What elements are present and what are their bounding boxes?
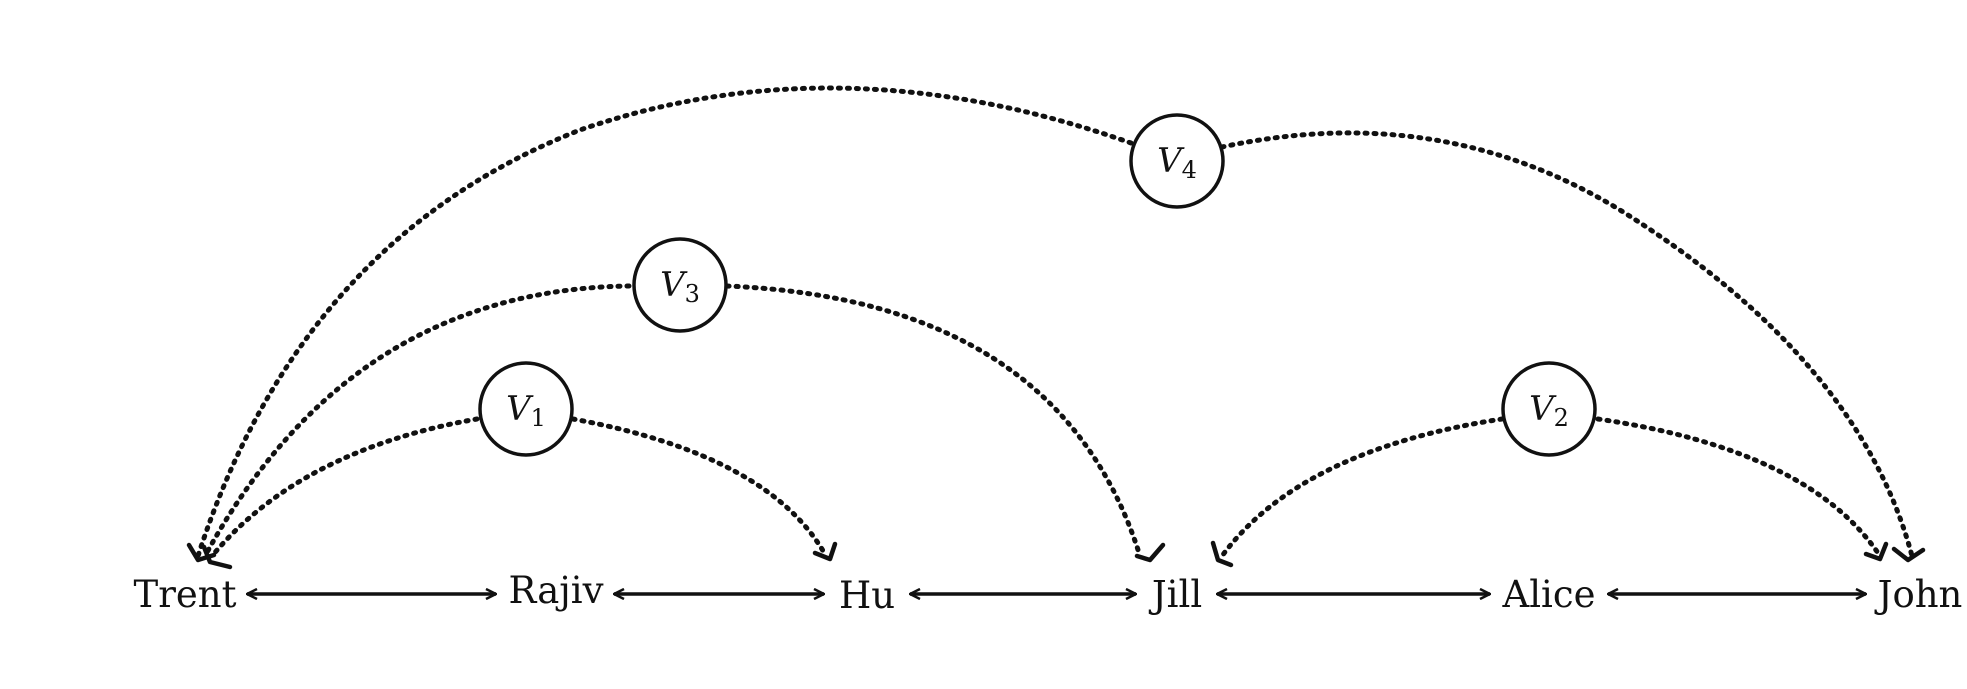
variable-label: V3	[660, 265, 700, 308]
person-alice: Alice	[1501, 573, 1595, 616]
tip-john-1	[1863, 541, 1889, 562]
tip-trent-2	[201, 544, 233, 570]
variable-label: V2	[1529, 389, 1569, 432]
variable-label: V4	[1157, 141, 1197, 184]
edge-v1-hu	[570, 416, 829, 559]
variable-node-v2: V2	[1501, 361, 1597, 457]
edge-v1-trent	[209, 416, 480, 559]
person-hu: Hu	[839, 574, 895, 617]
person-john: John	[1874, 573, 1963, 616]
person-jill: Jill	[1148, 573, 1202, 616]
edge-v4-john	[1219, 130, 1915, 559]
variable-edges	[195, 85, 1915, 559]
edge-v3-trent	[202, 283, 632, 559]
edge-v2-john	[1595, 416, 1883, 559]
edge-tips	[186, 540, 1926, 570]
variable-label: V1	[506, 389, 546, 432]
edge-v4-trent	[195, 85, 1134, 559]
edge-v3-jill	[724, 283, 1143, 559]
person-trent: Trent	[134, 573, 237, 616]
variable-node-v1: V1	[478, 361, 574, 457]
tip-john-2	[1891, 546, 1926, 563]
variable-node-v3: V3	[632, 237, 728, 333]
tip-jill-right	[1210, 540, 1234, 568]
edge-v2-jill	[1219, 416, 1505, 559]
tip-jill-left	[1134, 542, 1166, 563]
tip-hu	[812, 541, 838, 562]
variable-node-v4: V4	[1129, 113, 1225, 209]
person-rajiv: Rajiv	[509, 569, 604, 612]
